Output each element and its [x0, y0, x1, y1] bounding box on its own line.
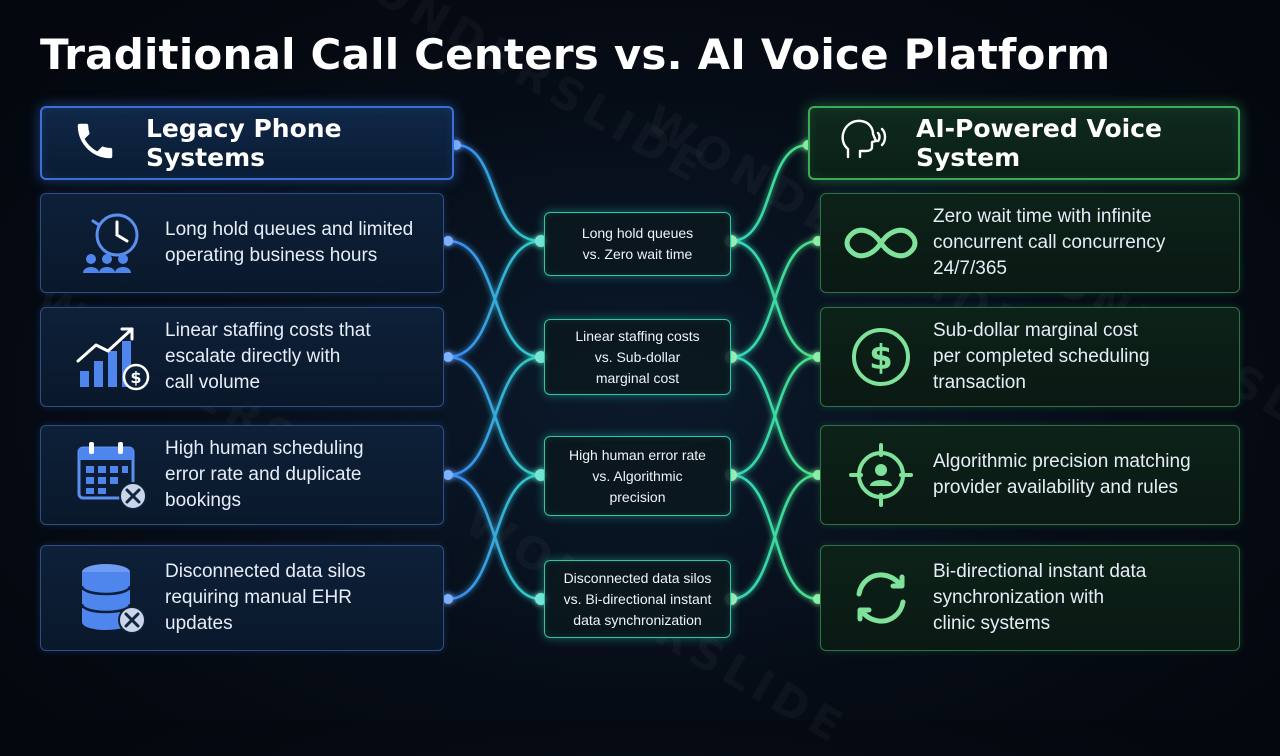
target-person-icon — [829, 441, 933, 509]
voice-head-icon — [840, 117, 890, 170]
legacy-header: Legacy Phone Systems — [40, 106, 454, 180]
page-title: Traditional Call Centers vs. AI Voice Pl… — [40, 30, 1111, 79]
connector-line — [729, 143, 810, 243]
phone-icon — [72, 118, 118, 169]
ai-item-text: Bi-directional instant data synchronizat… — [933, 561, 1147, 634]
legacy-item-text: High human scheduling error rate and dup… — [165, 438, 364, 511]
database-error-icon — [61, 560, 165, 636]
calendar-error-icon — [61, 438, 165, 512]
legacy-item-text: Disconnected data silos requiring manual… — [165, 561, 366, 634]
legacy-item-card: Disconnected data silos requiring manual… — [40, 545, 444, 651]
ai-item-text: Algorithmic precision matching provider … — [933, 451, 1191, 498]
legacy-item-card: $ Linear staffing costs that escalate di… — [40, 307, 444, 407]
ai-item-text: Sub-dollar marginal cost per completed s… — [933, 320, 1150, 393]
legacy-item-card: High human scheduling error rate and dup… — [40, 425, 444, 525]
ai-item-card: Zero wait time with infinite concurrent … — [820, 193, 1240, 293]
connector-lines — [443, 140, 823, 605]
connector-line — [729, 355, 820, 477]
comparison-box: High human error rate vs. Algorithmic pr… — [544, 436, 731, 516]
connector-node — [443, 470, 453, 480]
connector-line — [729, 239, 820, 359]
ai-item-card: Algorithmic precision matching provider … — [820, 425, 1240, 525]
ai-item-card: $ Sub-dollar marginal cost per completed… — [820, 307, 1240, 407]
comparison-box: Linear staffing costs vs. Sub-dollar mar… — [544, 319, 731, 395]
ai-header: AI-Powered Voice System — [808, 106, 1240, 180]
ai-header-label: AI-Powered Voice System — [916, 114, 1162, 172]
connector-line — [729, 473, 820, 601]
legacy-item-text: Long hold queues and limited operating b… — [165, 219, 414, 266]
connector-line — [446, 355, 543, 477]
infinity-icon — [829, 221, 933, 265]
comparison-box: Long hold queues vs. Zero wait time — [544, 212, 731, 276]
connector-node — [443, 236, 453, 246]
dollar-icon: $ — [829, 325, 933, 389]
connector-line — [454, 143, 543, 243]
clock-queue-icon — [61, 207, 165, 279]
connector-line — [446, 239, 543, 359]
connector-node — [443, 352, 453, 362]
comparison-box: Disconnected data silos vs. Bi-direction… — [544, 560, 731, 638]
svg-text:$: $ — [869, 338, 893, 378]
legacy-item-card: Long hold queues and limited operating b… — [40, 193, 444, 293]
connector-line — [446, 473, 543, 601]
legacy-header-label: Legacy Phone Systems — [146, 114, 342, 172]
connector-node — [443, 594, 453, 604]
sync-icon — [829, 566, 933, 630]
ai-item-card: Bi-directional instant data synchronizat… — [820, 545, 1240, 651]
rising-cost-chart-icon: $ — [61, 321, 165, 393]
legacy-item-text: Linear staffing costs that escalate dire… — [165, 320, 371, 393]
svg-text:$: $ — [130, 368, 141, 387]
ai-item-text: Zero wait time with infinite concurrent … — [933, 206, 1166, 279]
